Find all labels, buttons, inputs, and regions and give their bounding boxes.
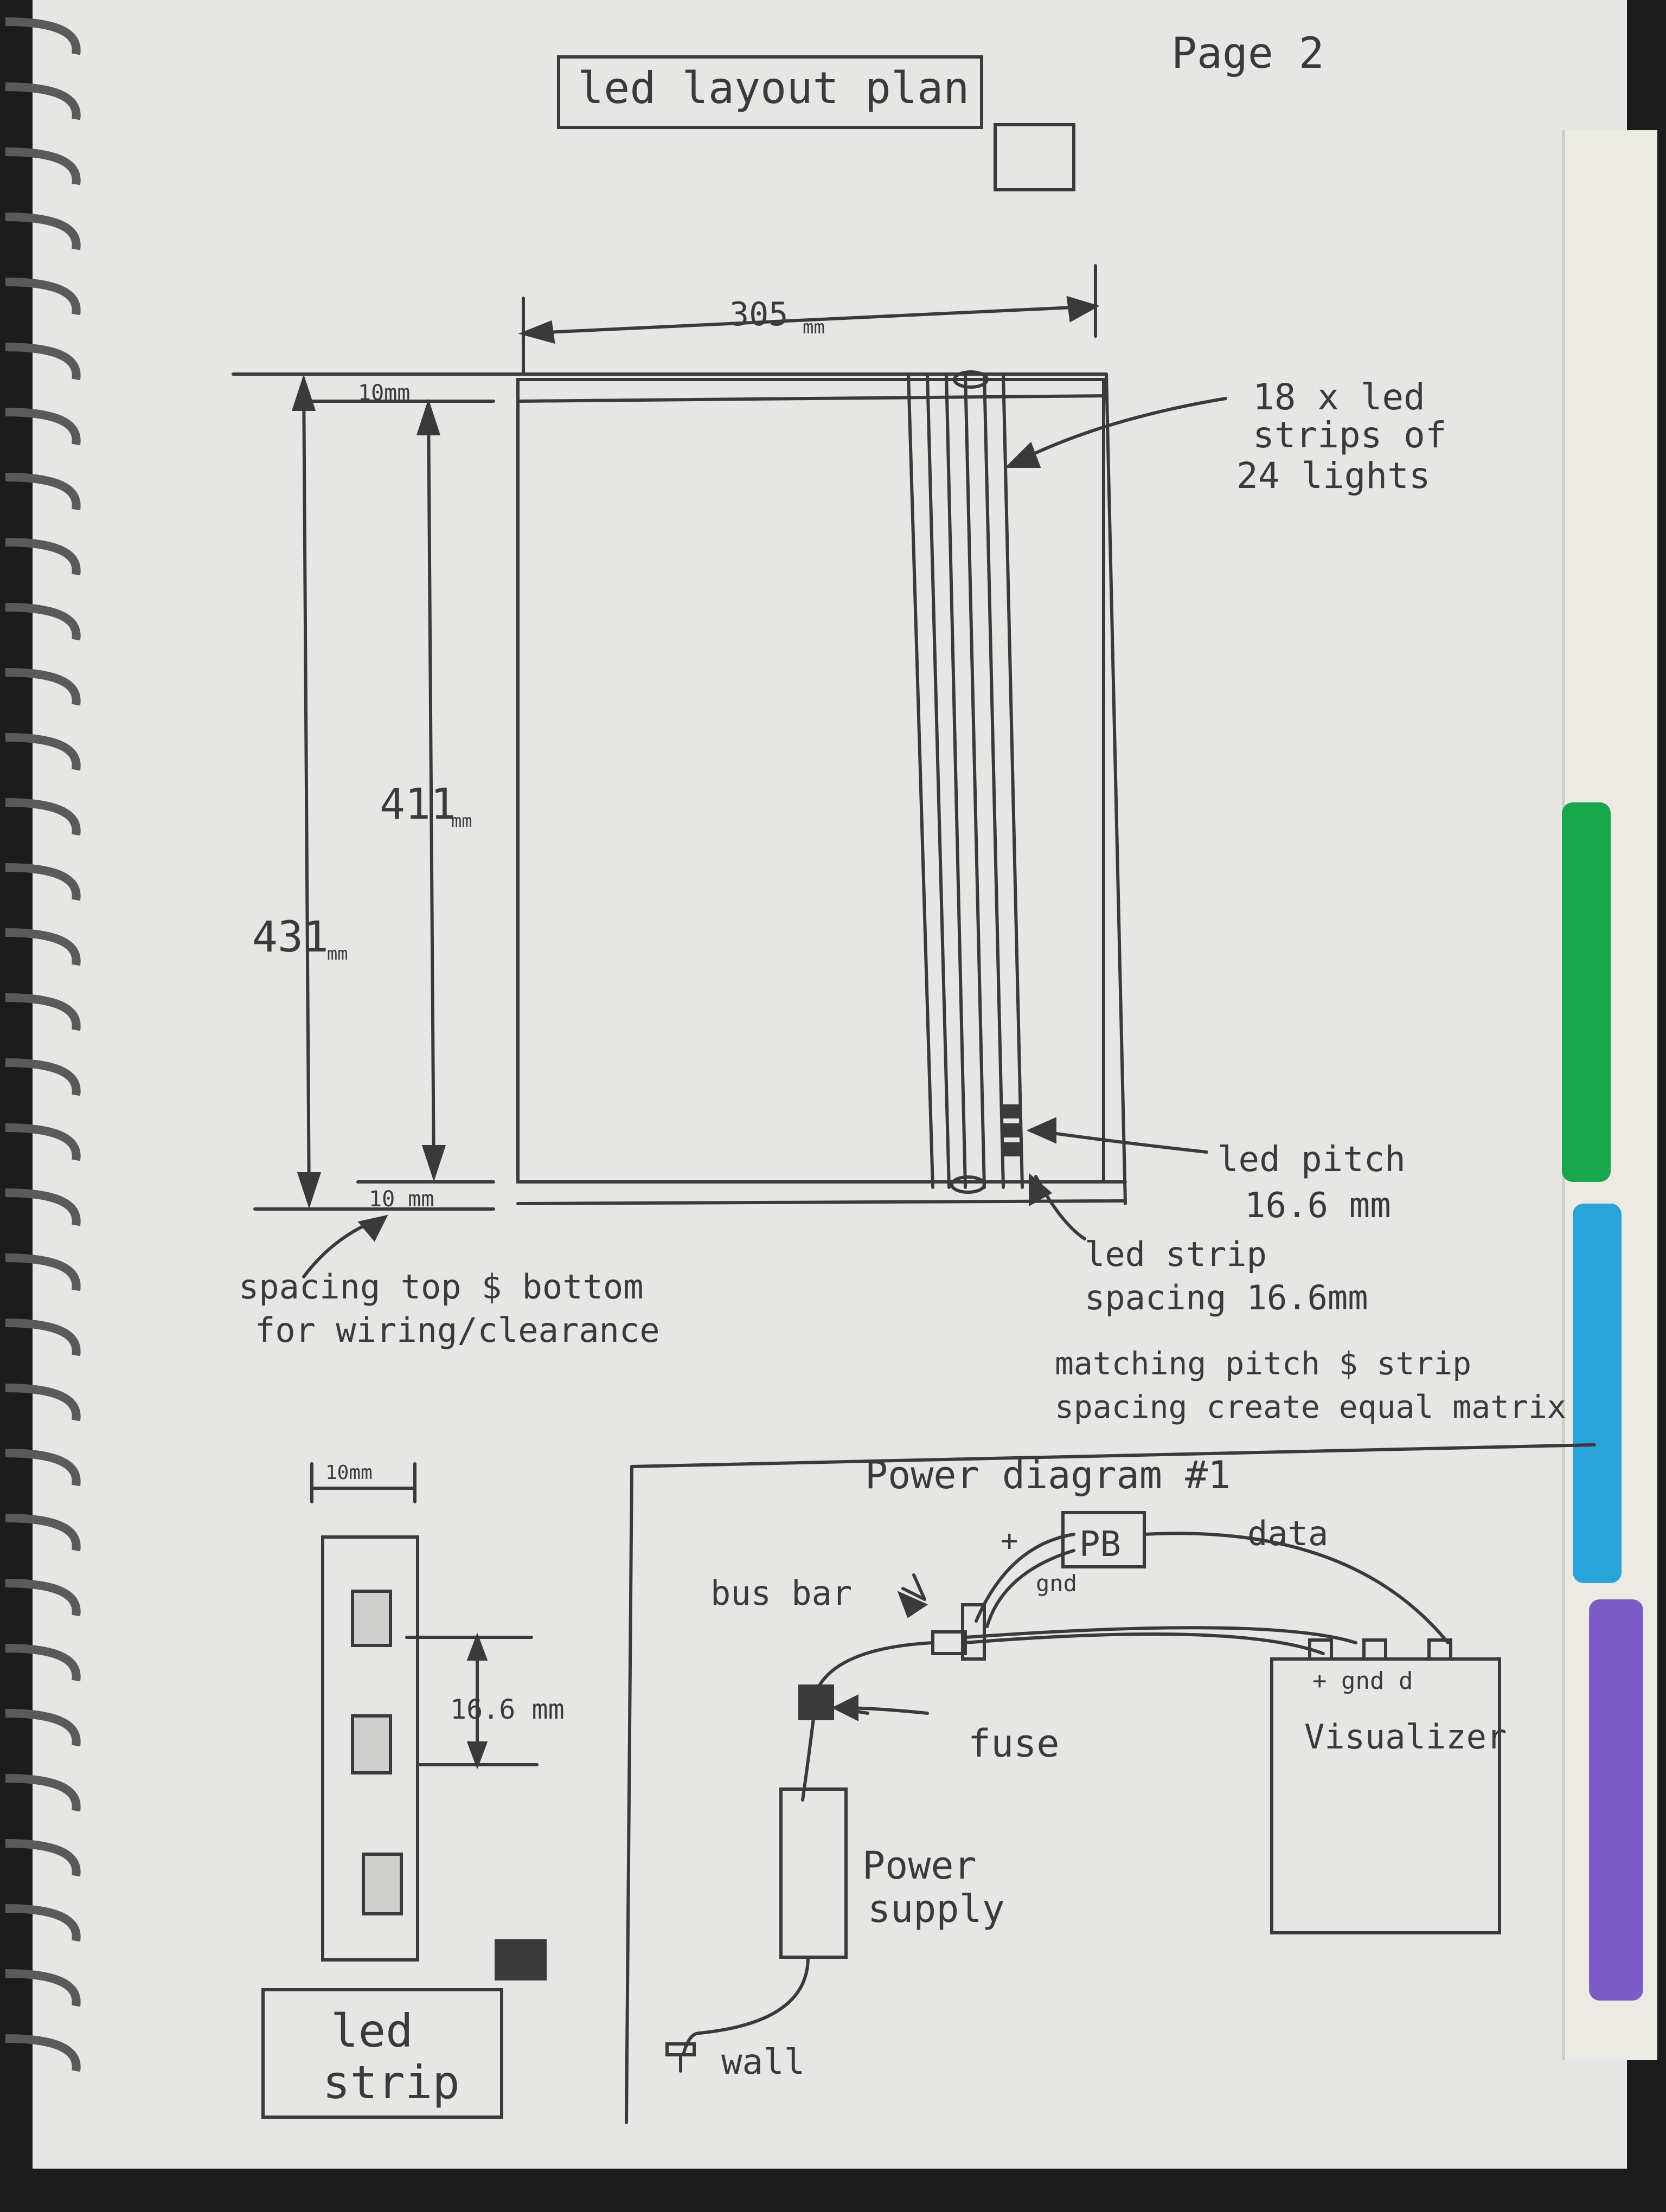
top-margin-label: 10mm bbox=[358, 381, 410, 406]
led-strip-column bbox=[907, 370, 1024, 1194]
power-supply-line1: Power bbox=[862, 1843, 977, 1888]
page-title: led layout plan bbox=[578, 63, 969, 113]
strip-pitch-label: 16.6 mm bbox=[450, 1694, 565, 1725]
tab-purple[interactable] bbox=[1589, 1599, 1643, 2001]
inner-height-unit: mm bbox=[451, 811, 472, 831]
inner-height-value: 411 bbox=[380, 780, 456, 829]
tab-blue[interactable] bbox=[1573, 1204, 1622, 1583]
width-dimension-line bbox=[522, 305, 1097, 335]
notebook-page bbox=[33, 0, 1627, 2169]
outer-height-unit: mm bbox=[327, 943, 348, 964]
strip-spacing-line1: led strip bbox=[1085, 1234, 1267, 1274]
page-label: Page 2 bbox=[1171, 29, 1324, 78]
strip-spacing-line2: spacing 16.6mm bbox=[1085, 1278, 1368, 1317]
strip-detail bbox=[261, 1462, 547, 2119]
strips-note-line3: 24 lights bbox=[1236, 455, 1431, 497]
width-unit: mm bbox=[803, 317, 825, 338]
strip-box-line1: led bbox=[331, 2004, 413, 2057]
pitch-note-line2: 16.6 mm bbox=[1245, 1186, 1391, 1226]
panel-outline bbox=[516, 378, 1105, 1184]
power-diagram bbox=[665, 1511, 1501, 2073]
spacing-note-line1: spacing top $ bottom bbox=[239, 1267, 644, 1307]
section-divider bbox=[630, 1443, 1596, 1468]
strip-box-line2: strip bbox=[323, 2056, 460, 2109]
visualizer-pins: + gnd d bbox=[1312, 1667, 1413, 1695]
pb-label: PB bbox=[1079, 1525, 1121, 1565]
pitch-note-line1: led pitch bbox=[1218, 1140, 1406, 1180]
pitch-leader bbox=[1031, 1129, 1208, 1154]
visualizer-label: Visualizer bbox=[1304, 1717, 1507, 1757]
gnd-label: gnd bbox=[1036, 1570, 1077, 1597]
wall-label: wall bbox=[721, 2042, 805, 2082]
title-corner-box bbox=[994, 123, 1075, 191]
power-title: Power diagram #1 bbox=[865, 1453, 1231, 1497]
width-label: 305 bbox=[729, 295, 788, 333]
strips-note-line1: 18 x led bbox=[1253, 376, 1425, 418]
outer-height-dimension bbox=[302, 378, 311, 1205]
strips-note-line2: strips of bbox=[1253, 414, 1447, 456]
spiral-binding bbox=[5, 17, 81, 2072]
data-label: data bbox=[1247, 1514, 1328, 1553]
spacing-note-line2: for wiring/clearance bbox=[255, 1310, 660, 1350]
tab-green[interactable] bbox=[1562, 802, 1611, 1182]
matrix-note-line1: matching pitch $ strip bbox=[1055, 1345, 1471, 1382]
outer-height-value: 431 bbox=[252, 913, 329, 962]
inner-height-dimension bbox=[427, 402, 435, 1178]
bottom-margin-label: 10 mm bbox=[369, 1187, 434, 1212]
strips-leader bbox=[1007, 397, 1227, 468]
title-box bbox=[557, 55, 983, 129]
strip-width-label: 10mm bbox=[325, 1462, 373, 1484]
matrix-note-line2: spacing create equal matrix bbox=[1055, 1388, 1566, 1425]
power-supply-line2: supply bbox=[868, 1887, 1005, 1931]
fuse-label: fuse bbox=[968, 1721, 1060, 1766]
bus-bar-label: bus bar bbox=[710, 1573, 852, 1613]
plus-label: + bbox=[1001, 1523, 1018, 1558]
